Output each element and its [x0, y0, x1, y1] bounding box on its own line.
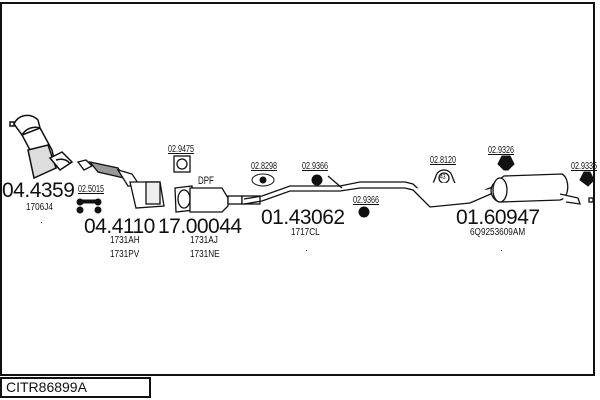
dot-marker-1: ·	[40, 217, 43, 227]
dpf-label: DPF	[198, 175, 214, 187]
part-number-5[interactable]: 01.60947	[456, 206, 540, 229]
oem-code-5: 6Q9253609AM	[470, 227, 526, 238]
diagram-code: CITR86899A	[0, 377, 151, 398]
diagram-frame	[0, 2, 595, 376]
mount-ref-rubber-2[interactable]: 02.9366	[353, 195, 380, 206]
part-number-3[interactable]: 17.00044	[158, 215, 242, 238]
mount-ref-hanger-rear[interactable]: 02.9335	[571, 161, 598, 172]
rubber-mount-drawings[interactable]	[251, 173, 370, 218]
catalytic-converter-front-drawing[interactable]	[9, 114, 74, 180]
dot-marker-3: ·	[500, 245, 503, 255]
oem-code-2a: 1731AH	[110, 235, 140, 246]
hanger-drawings[interactable]	[497, 155, 595, 187]
mount-ref-rubber[interactable]: 02.8298	[251, 161, 278, 172]
clamp-set-drawing[interactable]	[76, 198, 102, 214]
mount-ref-rubber-1[interactable]: 02.9366	[302, 161, 329, 172]
oem-code-3b: 1731NE	[190, 249, 220, 260]
mount-ref-gasket[interactable]: 02.9475	[168, 144, 195, 155]
rear-silencer-drawing[interactable]	[404, 173, 594, 208]
ring-mount-badge: 43	[440, 174, 446, 181]
mount-ref-hanger[interactable]: 02.9326	[488, 145, 515, 156]
oem-code-1: 1706J4	[26, 202, 53, 213]
flex-pipe-drawing	[76, 159, 165, 209]
dot-marker-2: ·	[305, 245, 308, 255]
part-number-1[interactable]: 04.4359	[2, 179, 75, 202]
oem-code-2b: 1731PV	[110, 249, 140, 260]
oem-code-4: 1717CL	[291, 227, 320, 238]
oem-code-3a: 1731AJ	[190, 235, 218, 246]
part-number-4[interactable]: 01.43062	[261, 206, 345, 229]
mount-ref-ring[interactable]: 02.8120	[430, 155, 457, 166]
middle-pipe-drawing[interactable]	[243, 175, 405, 205]
mount-ref-clamp[interactable]: 02.5015	[78, 184, 105, 195]
part-number-2[interactable]: 04.4110	[84, 215, 155, 238]
gasket-drawing[interactable]	[173, 155, 191, 173]
dpf-filter-drawing[interactable]	[174, 185, 261, 213]
